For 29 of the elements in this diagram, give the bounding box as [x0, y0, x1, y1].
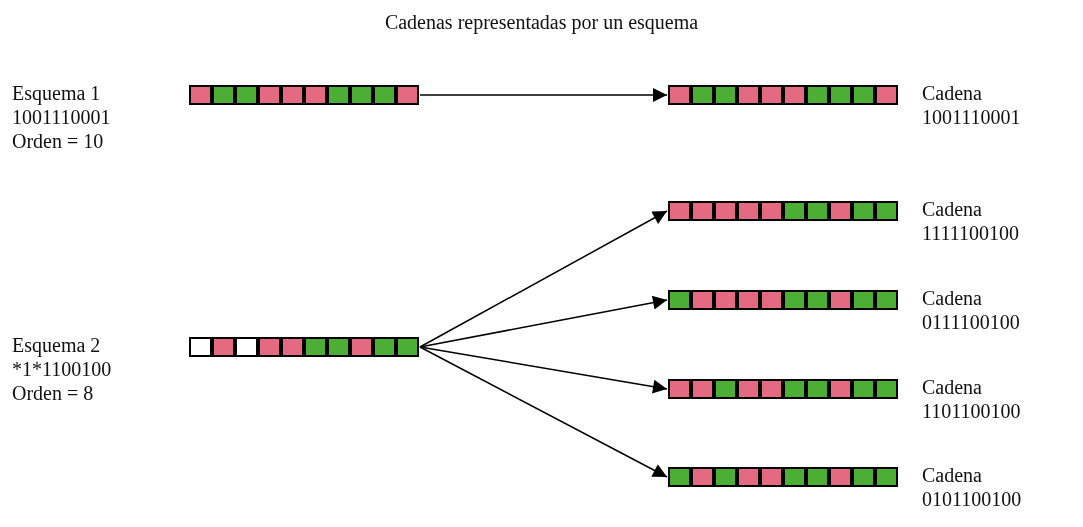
string-name: Cadena	[922, 81, 982, 105]
diagram-title: Cadenas representadas por un esquema	[383, 10, 700, 34]
bit-string-text: 1001110001	[922, 105, 1021, 129]
bit-string-text: 1001110001	[12, 105, 111, 129]
arrow	[419, 346, 668, 394]
arrow	[419, 346, 668, 478]
bit-string-bar	[667, 289, 899, 311]
bit-string-bar	[667, 84, 899, 106]
bit-string-bar	[667, 466, 899, 488]
arrow	[419, 295, 668, 348]
string-name: Cadena	[922, 463, 982, 487]
string-name: Cadena	[922, 197, 982, 221]
bit-string-text: *1*1100100	[12, 357, 112, 381]
bit-string-text: 0101100100	[922, 487, 1022, 511]
arrow	[419, 88, 668, 102]
arrow	[419, 210, 668, 348]
order-text: Orden = 8	[12, 381, 94, 405]
bit-string-text: 1101100100	[922, 399, 1021, 423]
order-text: Orden = 10	[12, 129, 104, 153]
bit-string-text: 0111100100	[922, 310, 1020, 334]
string-name: Esquema 1	[12, 81, 101, 105]
bit-string-bar	[667, 200, 899, 222]
bit-string-text: 1111100100	[922, 221, 1020, 245]
bit-string-bar	[188, 336, 420, 358]
string-name: Esquema 2	[12, 333, 101, 357]
string-name: Cadena	[922, 286, 982, 310]
string-name: Cadena	[922, 375, 982, 399]
bit-string-bar	[667, 378, 899, 400]
bit-string-bar	[188, 84, 420, 106]
